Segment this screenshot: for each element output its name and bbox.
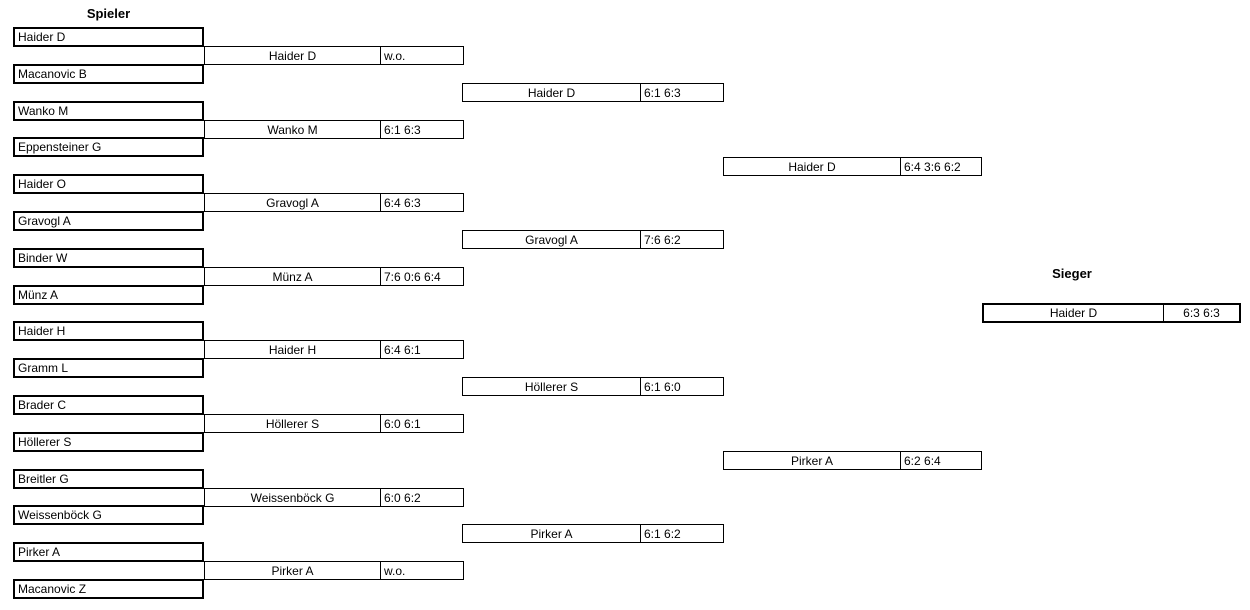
match-winner-name: Haider D (463, 84, 641, 101)
player-box: Gramm L (13, 358, 204, 378)
player-box: Binder W (13, 248, 204, 268)
player-box: Macanovic B (13, 64, 204, 84)
players-column-header: Spieler (86, 6, 131, 21)
quarterfinal-match: Höllerer S 6:1 6:0 (462, 377, 724, 396)
quarterfinal-match: Gravogl A 7:6 6:2 (462, 230, 724, 249)
round1-match: Haider D w.o. (204, 46, 464, 65)
match-score: 6:1 6:0 (644, 379, 681, 394)
quarterfinal-match: Haider D 6:1 6:3 (462, 83, 724, 102)
semifinal-match: Pirker A 6:2 6:4 (723, 451, 982, 470)
match-winner-name: Pirker A (463, 525, 641, 542)
player-box: Münz A (13, 285, 204, 305)
round1-match: Höllerer S 6:0 6:1 (204, 414, 464, 433)
winner-column-header: Sieger (1052, 266, 1092, 281)
player-box: Breitler G (13, 469, 204, 489)
match-score: 6:1 6:3 (384, 122, 421, 137)
round1-match: Münz A 7:6 0:6 6:4 (204, 267, 464, 286)
round1-match: Gravogl A 6:4 6:3 (204, 193, 464, 212)
round1-match: Wanko M 6:1 6:3 (204, 120, 464, 139)
match-winner-name: Höllerer S (463, 378, 641, 395)
match-winner-name: Höllerer S (205, 415, 381, 432)
round1-match: Pirker A w.o. (204, 561, 464, 580)
match-score: 6:2 6:4 (904, 453, 941, 468)
quarterfinal-match: Pirker A 6:1 6:2 (462, 524, 724, 543)
match-score: 6:0 6:2 (384, 490, 421, 505)
match-score: w.o. (384, 48, 406, 63)
match-winner-name: Haider D (205, 47, 381, 64)
match-score: 6:4 6:1 (384, 342, 421, 357)
match-winner-name: Wanko M (205, 121, 381, 138)
match-score: 6:4 3:6 6:2 (904, 159, 961, 174)
player-box: Haider H (13, 321, 204, 341)
match-winner-name: Haider H (205, 341, 381, 358)
match-winner-name: Münz A (205, 268, 381, 285)
match-score: 6:1 6:2 (644, 526, 681, 541)
player-box: Höllerer S (13, 432, 204, 452)
match-score: 6:4 6:3 (384, 195, 421, 210)
semifinal-match: Haider D 6:4 3:6 6:2 (723, 157, 982, 176)
round1-match: Haider H 6:4 6:1 (204, 340, 464, 359)
player-box: Macanovic Z (13, 579, 204, 599)
match-score: 7:6 0:6 6:4 (384, 269, 441, 284)
player-box: Wanko M (13, 101, 204, 121)
match-score: w.o. (384, 563, 406, 578)
match-winner-name: Weissenböck G (205, 489, 381, 506)
player-box: Brader C (13, 395, 204, 415)
final-score: 6:3 6:3 (1183, 306, 1220, 320)
match-score: 6:0 6:1 (384, 416, 421, 431)
match-winner-name: Pirker A (205, 562, 381, 579)
winner-name: Haider D (984, 305, 1164, 321)
match-score: 7:6 6:2 (644, 232, 681, 247)
match-winner-name: Gravogl A (463, 231, 641, 248)
match-winner-name: Haider D (724, 158, 901, 175)
player-box: Haider O (13, 174, 204, 194)
player-box: Weissenböck G (13, 505, 204, 525)
player-box: Gravogl A (13, 211, 204, 231)
match-winner-name: Gravogl A (205, 194, 381, 211)
player-box: Eppensteiner G (13, 137, 204, 157)
player-box: Haider D (13, 27, 204, 47)
player-box: Pirker A (13, 542, 204, 562)
match-score: 6:1 6:3 (644, 85, 681, 100)
match-winner-name: Pirker A (724, 452, 901, 469)
final-match: Haider D 6:3 6:3 (982, 303, 1241, 323)
round1-match: Weissenböck G 6:0 6:2 (204, 488, 464, 507)
